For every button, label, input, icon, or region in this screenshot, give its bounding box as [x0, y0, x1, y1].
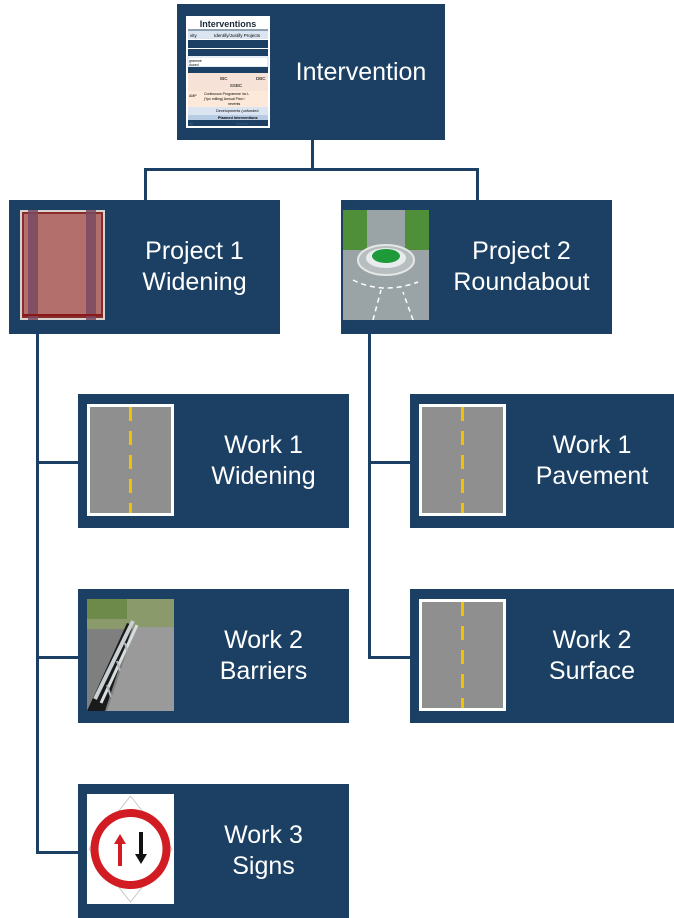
connector-p1-work-3 — [36, 851, 78, 854]
p1-work-3-line1: Work 3 — [224, 821, 303, 849]
connector-p2-work-1 — [368, 461, 410, 464]
p1-work-2-node[interactable]: Work 2 Barriers — [78, 589, 349, 723]
svg-text:Ibr: Ibr — [189, 122, 194, 126]
p2-work-2-label: Work 2 Surface — [510, 589, 674, 723]
connector-project-2-spine — [368, 334, 371, 659]
p2-work-1-label: Work 1 Pavement — [510, 394, 674, 528]
p1-work-3-line2: Signs — [232, 852, 295, 880]
svg-text:AMP: AMP — [189, 94, 197, 98]
give-way-sign-icon — [87, 794, 174, 904]
road-lane-icon — [419, 404, 506, 516]
p1-work-2-line1: Work 2 — [224, 626, 303, 654]
svg-text:duced: duced — [189, 63, 199, 67]
p2-work-2-node[interactable]: Work 2 Surface — [410, 589, 674, 723]
svg-text:Planned Interventions: Planned Interventions — [218, 116, 258, 120]
interventions-table-thumbnail: Interventions vity Identify/Justify Proj… — [186, 16, 270, 128]
p1-work-2-line2: Barriers — [219, 657, 308, 685]
p2-work-2-line2: Surface — [548, 657, 636, 685]
svg-text:DBC: DBC — [256, 76, 266, 81]
project-2-line1: Project 2 — [472, 237, 571, 265]
project-2-node[interactable]: Project 2 Roundabout — [341, 200, 612, 334]
svg-text:(Ypc milling) Annual Plan l: (Ypc milling) Annual Plan l — [204, 97, 245, 101]
guardrail-photo-icon — [87, 599, 174, 711]
connector-p2-work-2 — [368, 656, 410, 659]
svg-text:Scheme: Scheme — [236, 122, 249, 126]
project-2-label: Project 2 Roundabout — [431, 200, 612, 334]
road-lane-icon — [419, 599, 506, 711]
p1-work-1-label: Work 1 Widening — [178, 394, 349, 528]
svg-text:Identify/Justify Projects: Identify/Justify Projects — [214, 33, 261, 38]
connector-project-1-spine — [36, 334, 39, 854]
connector-p1-work-2 — [36, 656, 78, 659]
connector-p1-work-1 — [36, 461, 78, 464]
connector-horizontal — [144, 168, 479, 171]
intervention-node[interactable]: Interventions vity Identify/Justify Proj… — [177, 4, 445, 140]
widening-plan-icon — [20, 210, 105, 320]
p1-work-1-line1: Work 1 — [224, 431, 303, 459]
intervention-title: Intervention — [295, 57, 427, 86]
p1-work-1-node[interactable]: Work 1 Widening — [78, 394, 349, 528]
project-1-line2: Widening — [142, 268, 247, 296]
svg-text:SSBC: SSBC — [230, 83, 243, 88]
p2-work-1-node[interactable]: Work 1 Pavement — [410, 394, 674, 528]
project-1-node[interactable]: Project 1 Widening — [9, 200, 280, 334]
connector-to-project-1 — [144, 168, 147, 200]
p1-work-3-node[interactable]: Work 3 Signs — [78, 784, 349, 918]
p1-work-3-label: Work 3 Signs — [178, 784, 349, 918]
intervention-label: Intervention — [277, 4, 445, 140]
p1-work-1-line2: Widening — [211, 462, 316, 490]
svg-text:vity: vity — [190, 33, 198, 38]
p2-work-1-line1: Work 1 — [552, 431, 632, 459]
p2-work-1-line2: Pavement — [535, 462, 649, 490]
svg-text:IBC: IBC — [220, 76, 228, 81]
project-1-line1: Project 1 — [145, 237, 244, 265]
svg-text:gramme: gramme — [189, 59, 202, 63]
project-1-label: Project 1 Widening — [109, 200, 280, 334]
connector-to-project-2 — [476, 168, 479, 200]
svg-text:Developments (unfunded: Developments (unfunded — [216, 109, 258, 113]
roundabout-icon — [343, 210, 429, 320]
svg-text:Continuous Programme inc L: Continuous Programme inc L — [204, 92, 249, 96]
p2-work-2-line1: Work 2 — [552, 626, 632, 654]
project-2-line2: Roundabout — [453, 268, 590, 296]
svg-text:nevents: nevents — [228, 102, 241, 106]
svg-text:Interventions: Interventions — [200, 19, 257, 29]
road-lane-icon — [87, 404, 174, 516]
p1-work-2-label: Work 2 Barriers — [178, 589, 349, 723]
connector-root-down — [311, 140, 314, 170]
